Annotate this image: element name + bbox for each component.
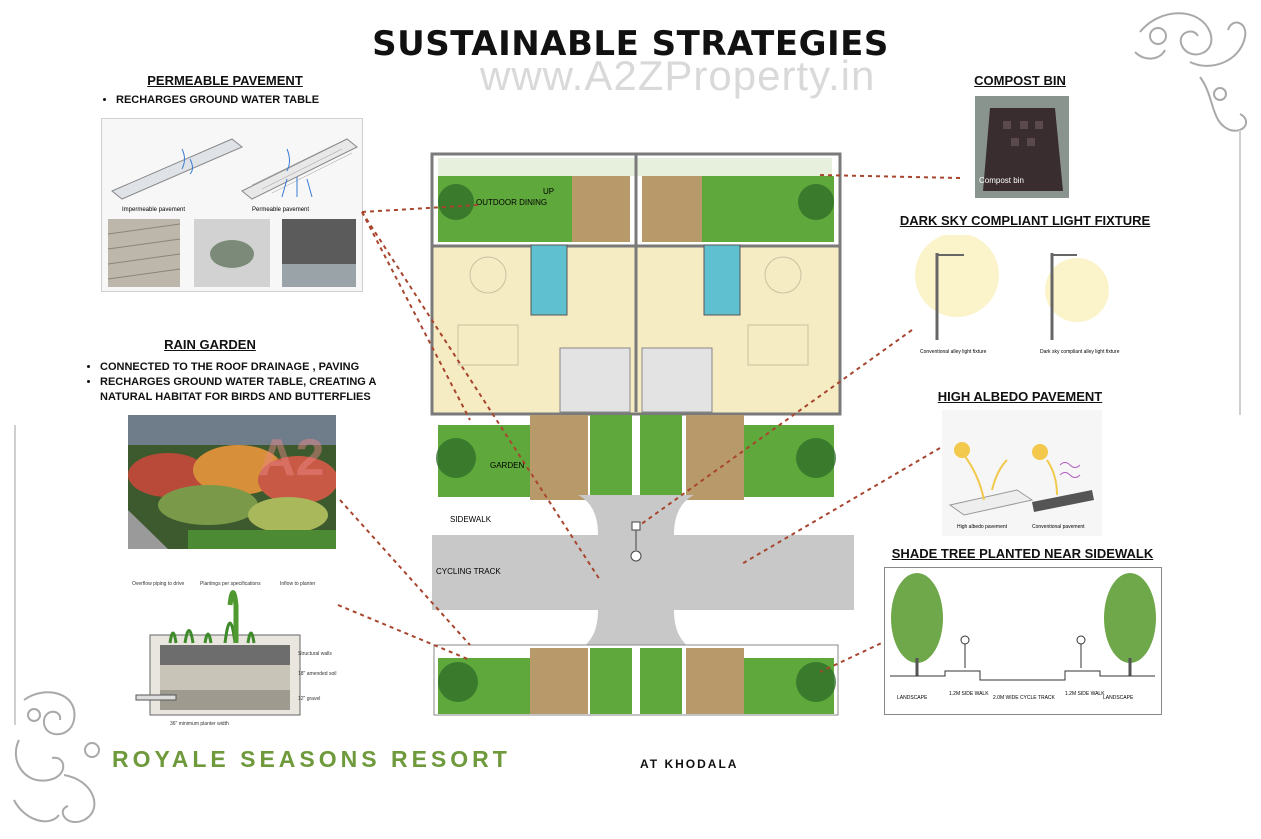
resort-name: ROYALE SEASONS RESORT [112,746,511,772]
frame-line-right [1239,130,1241,415]
high-albedo-title: HIGH ALBEDO PAVEMENT [937,389,1103,404]
bullet-item: RECHARGES GROUND WATER TABLE [116,93,360,108]
svg-text:12" gravel: 12" gravel [298,696,320,702]
shade-label-4: LANDSCAPE [1103,695,1134,701]
svg-text:18" amended soil: 18" amended soil [298,671,336,677]
stairs-right [641,347,713,413]
up-label: UP [543,187,554,196]
permeable-label: Permeable pavement [252,207,309,213]
dark-sky-image: Conventional alley light fixture Dark sk… [912,233,1134,365]
rain-garden-photo [128,415,336,549]
page-title: SUSTAINABLE STRATEGIES [372,24,889,64]
high-albedo-caption-left: High albedo pavement [957,524,1008,530]
high-albedo-image: High albedo pavement Conventional paveme… [942,410,1102,536]
stairs-left [559,347,631,413]
place-name: AT KHODALA [640,757,739,771]
high-albedo-caption-right: Conventional pavement [1032,524,1085,530]
paving-top-right [642,176,702,242]
rain-garden-section-diagram: Overflow piping to drive Plantings per sp… [130,575,340,735]
paving-top-left [572,176,630,242]
garden-label: GARDEN [490,461,524,470]
svg-text:Inflow to planter: Inflow to planter [280,581,316,587]
cycling-track-label: CYCLING TRACK [436,567,501,576]
dark-sky-title: DARK SKY COMPLIANT LIGHT FIXTURE [899,213,1151,228]
permeable-pavement-image: Impermeable pavement Permeable pavement [101,118,363,292]
shade-label-3: 1.2M SIDE WALK [1065,691,1105,697]
svg-text:Overflow piping to drive: Overflow piping to drive [132,581,184,587]
rain-garden-watermark: A2 [128,415,336,549]
svg-text:A2: A2 [258,429,324,487]
svg-text:36" minimum planter width: 36" minimum planter width [170,721,229,727]
ornament-bottom-left-icon [13,691,100,823]
permeable-pavement-title: PERMEABLE PAVEMENT [147,73,303,88]
compost-bin-caption: Compost bin [979,176,1024,185]
outdoor-dining-label: OUTDOOR DINING [476,198,547,207]
rain-garden-title: RAIN GARDEN [164,337,256,352]
compost-bin-photo: Compost bin [975,96,1069,198]
bullet-item: CONNECTED TO THE ROOF DRAINAGE , PAVING [100,360,384,375]
watermark: www.A2ZProperty.in [480,52,876,99]
frame-line-left [14,425,16,725]
dark-sky-caption-right: Dark sky compliant alley light fixture [1040,349,1120,355]
impermeable-label: Impermeable pavement [122,207,185,213]
shade-tree-section: LANDSCAPE 1.2M SIDE WALK 2.0M WIDE CYCLE… [884,567,1162,715]
rain-garden-bullets: CONNECTED TO THE ROOF DRAINAGE , PAVING … [84,360,384,405]
pool-right [703,244,741,316]
shade-tree-title: SHADE TREE PLANTED NEAR SIDEWALK [891,546,1154,561]
paving-left [530,415,588,500]
pool-left [530,244,568,316]
bullet-item: RECHARGES GROUND WATER TABLE, CREATING A… [100,375,384,405]
svg-text:Plantings per specifications: Plantings per specifications [200,581,261,587]
permeable-pavement-bullets: RECHARGES GROUND WATER TABLE [100,93,360,108]
dark-sky-caption-left: Conventional alley light fixture [920,349,987,355]
site-plan: OUTDOOR DINING UP GARDEN SIDEWALK CYCLIN… [430,152,854,716]
compost-bin-title: COMPOST BIN [974,73,1066,88]
sidewalk-label: SIDEWALK [450,515,492,524]
svg-text:Structural walls: Structural walls [298,651,332,657]
shade-label-0: LANDSCAPE [897,695,928,701]
shade-label-2: 2.0M WIDE CYCLE TRACK [993,695,1056,701]
road [432,495,854,650]
shade-label-1: 1.2M SIDE WALK [949,691,989,697]
